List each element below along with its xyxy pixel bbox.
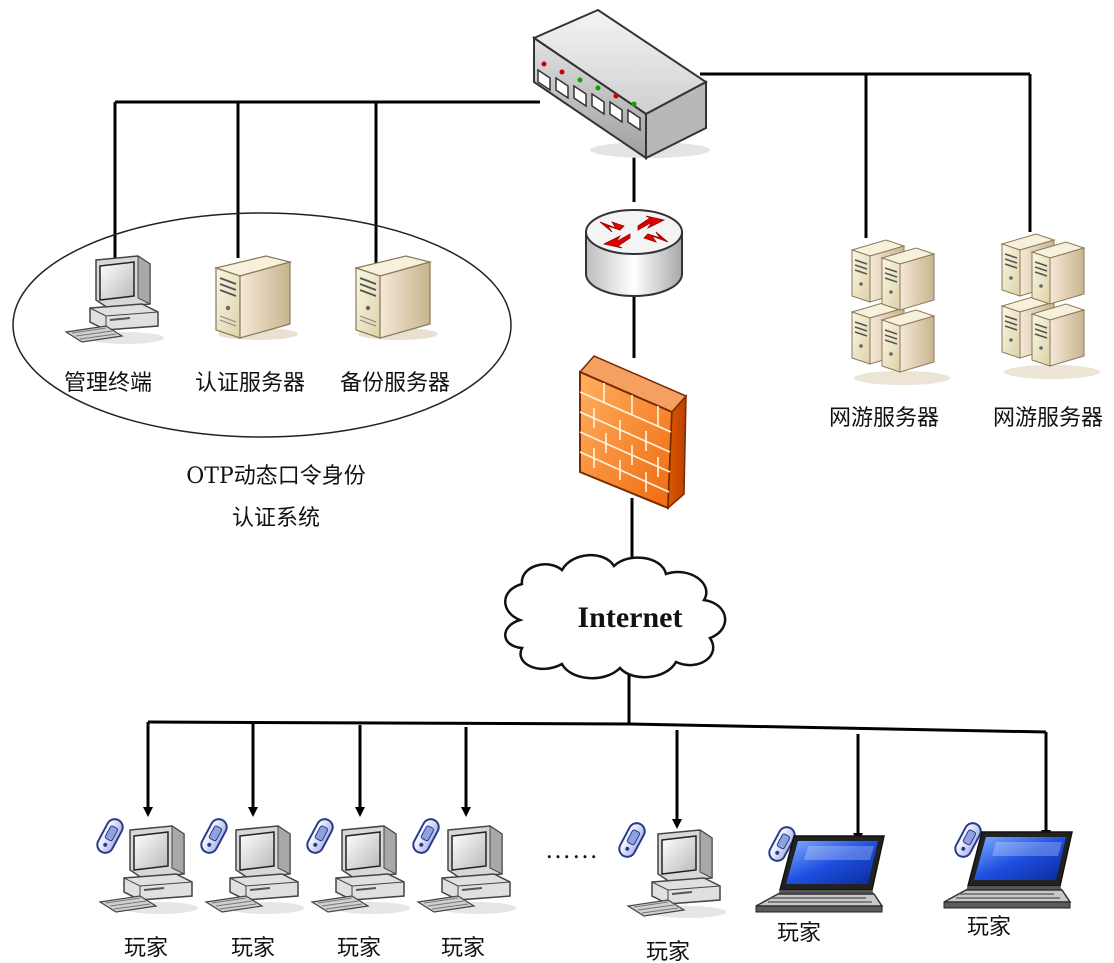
desktop-terminal-icon [65, 255, 165, 345]
firewall-icon [578, 355, 688, 510]
otp-token-icon [197, 815, 231, 857]
otp-system-boundary [12, 212, 512, 438]
player-label-3: 玩家 [337, 936, 381, 961]
player-label-1: 玩家 [124, 936, 168, 961]
auth-server-label: 认证服务器 [195, 371, 305, 396]
admin-terminal-label: 管理终端 [64, 371, 152, 396]
player-desktop-icon [627, 829, 727, 919]
otp-system-subtitle: 认证系统 [232, 506, 320, 531]
network-switch-icon [531, 8, 710, 160]
link-player-bus [147, 720, 1047, 734]
backup-server-label: 备份服务器 [340, 371, 450, 396]
otp-token-icon [615, 819, 649, 861]
internet-cloud-label: Internet [578, 601, 683, 634]
player-label-6: 玩家 [777, 921, 821, 946]
player-drop-lines [143, 722, 1051, 843]
internet-cloud-icon [504, 553, 727, 680]
more-players-ellipsis: …… [545, 835, 599, 864]
player-label-4: 玩家 [441, 936, 485, 961]
game-server-label-2: 网游服务器 [993, 406, 1103, 431]
player-label-7: 玩家 [967, 915, 1011, 940]
otp-token-icon [409, 815, 443, 857]
server-tower-icon [215, 255, 299, 341]
server-tower-icon [355, 255, 439, 341]
server-cluster-icon [851, 239, 950, 385]
router-icon [585, 209, 683, 297]
server-cluster-icon [1001, 233, 1100, 379]
player-label-2: 玩家 [231, 936, 275, 961]
otp-system-title: OTP动态口令身份 [186, 464, 366, 489]
player-label-5: 玩家 [646, 940, 690, 963]
game-server-label-1: 网游服务器 [829, 406, 939, 431]
otp-token-icon [303, 815, 337, 857]
otp-token-icon [93, 815, 127, 857]
